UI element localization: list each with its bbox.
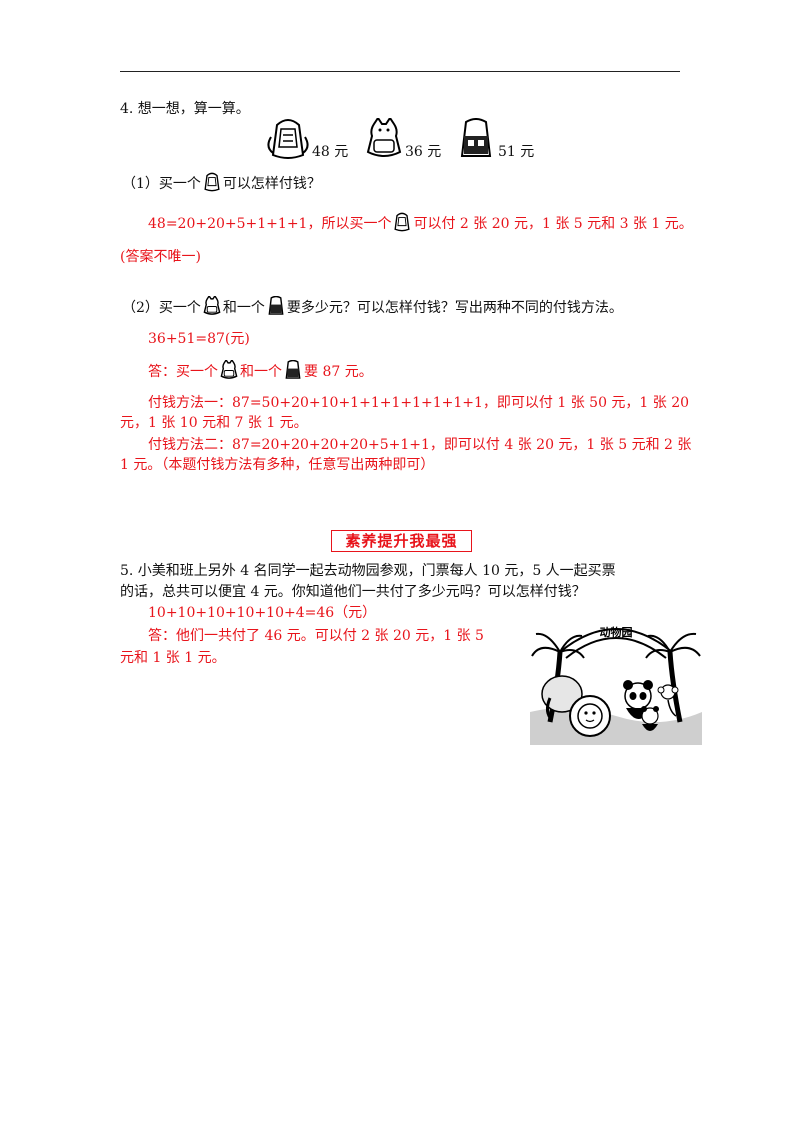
q4-sub1-note: (答案不唯一)	[120, 249, 201, 265]
q5-answer-line2: 元和 1 张 1 元。	[120, 650, 226, 666]
q5-line1: 5. 小美和班上另外 4 名同学一起去动物园参观，门票每人 10 元，5 人一起…	[120, 563, 616, 579]
q4-method1-line1: 付钱方法一：87=50+20+10+1+1+1+1+1+1+1，即可以付 1 张…	[148, 395, 690, 411]
backpack-large-icon	[267, 117, 309, 161]
bag-price-3: 51 元	[498, 144, 535, 160]
zoo-sign-text: 动物园	[600, 625, 633, 639]
backpack-cat-icon	[202, 294, 222, 321]
q4-sub2-answer: 答：买一个和一个要 87 元。	[148, 358, 373, 385]
backpack-cat-icon	[364, 118, 404, 160]
section-title: 素养提升我最强	[331, 530, 472, 552]
bag-price-2: 36 元	[405, 144, 442, 160]
bag-price-1: 48 元	[312, 144, 349, 160]
backpack-large-icon	[392, 212, 412, 237]
header-rule	[120, 71, 680, 72]
q5-calc: 10+10+10+10+10+4=46（元）	[148, 605, 377, 621]
backpack-large-icon	[202, 172, 222, 197]
backpack-square-icon	[283, 359, 303, 385]
q5-line2: 的话，总共可以便宜 4 元。你知道他们一共付了多少元吗？可以怎样付钱？	[120, 584, 586, 600]
q4-title: 4. 想一想，算一算。	[120, 101, 250, 117]
backpack-square-icon	[456, 118, 496, 160]
zoo-illustration: 动物园	[530, 612, 702, 745]
q4-method1-line2: 元，1 张 10 元和 7 张 1 元。	[120, 415, 308, 431]
q4-sub2-question: （2）买一个和一个要多少元？可以怎样付钱？写出两种不同的付钱方法。	[122, 294, 623, 321]
q4-method2-line2: 1 元。（本题付钱方法有多种，任意写出两种即可）	[120, 457, 435, 473]
backpack-cat-icon	[219, 358, 239, 385]
q4-sub2-calc: 36+51=87(元)	[148, 331, 250, 347]
q4-method2-line1: 付钱方法二：87=20+20+20+20+5+1+1，即可以付 4 张 20 元…	[148, 437, 692, 453]
q4-sub1-question: （1）买一个可以怎样付钱？	[122, 172, 321, 197]
q5-answer-line1: 答：他们一共付了 46 元。可以付 2 张 20 元，1 张 5	[148, 628, 484, 644]
backpack-square-icon	[266, 295, 286, 321]
q4-sub1-answer: 48=20+20+5+1+1+1，所以买一个可以付 2 张 20 元，1 张 5…	[148, 212, 693, 237]
